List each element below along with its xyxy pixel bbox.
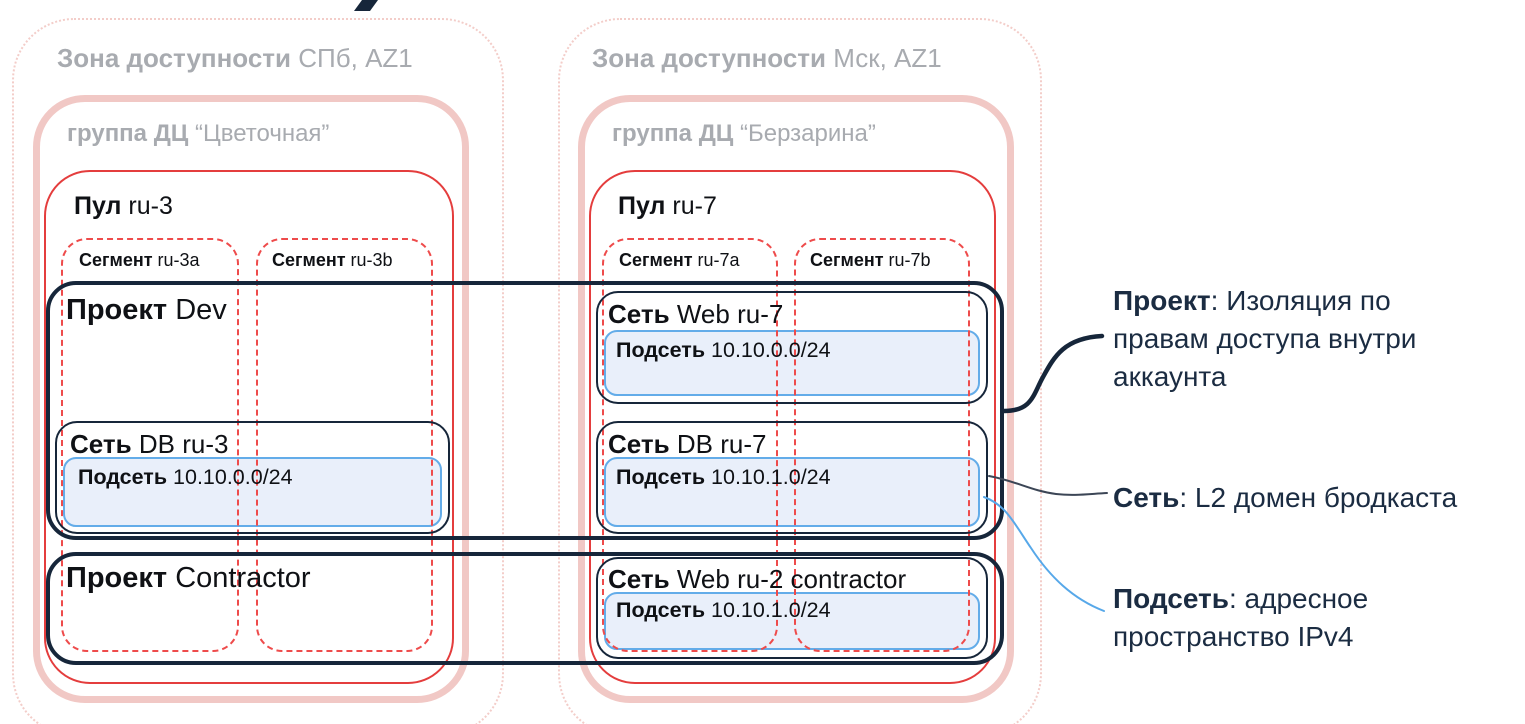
segment-ru-7a-box <box>602 238 778 652</box>
pool-ru-3-box <box>44 170 454 684</box>
pool-label-term: Пул <box>618 192 666 220</box>
pool-label-value: ru-3 <box>128 192 173 220</box>
annotation-term: Проект <box>1113 285 1211 316</box>
zone-msk-label-term: Зона доступности <box>592 43 827 73</box>
zone-spb-label-value: СПб, AZ1 <box>298 43 413 73</box>
segment-label-value: ru-3a <box>157 250 200 270</box>
annotation-text: : Изоляция по правам доступа внутри акка… <box>1113 285 1417 392</box>
segment-label-term: Сегмент <box>79 250 153 270</box>
subnet-db-ru-3-label: Подсеть 10.10.0.0/24 <box>78 465 293 490</box>
segment-ru-3b-box <box>256 238 433 652</box>
pool-label-term: Пул <box>74 192 122 220</box>
subnet-db-ru-7-box <box>604 457 980 527</box>
segment-label-term: Сегмент <box>272 250 346 270</box>
segment-label-value: ru-7b <box>888 250 931 270</box>
zone-msk-label-value: Мск, AZ1 <box>833 43 942 73</box>
project-label-term: Проект <box>66 294 168 326</box>
annotation-subnet: Подсеть: адресное пространство IPv4 <box>1113 580 1473 656</box>
subnet-label-value: 10.10.0.0/24 <box>711 338 831 362</box>
network-web-ru-7-box <box>596 291 988 404</box>
network-label-term: Сеть <box>608 299 670 329</box>
network-web-ru-7-label: Сеть Web ru-7 <box>608 299 784 330</box>
subnet-label-term: Подсеть <box>78 465 168 489</box>
network-label-term: Сеть <box>608 564 670 594</box>
subnet-web-ru-7-label: Подсеть 10.10.0.0/24 <box>616 338 831 363</box>
dc-group-label-term: группа ДЦ <box>67 120 189 147</box>
subnet-db-ru-7-label: Подсеть 10.10.1.0/24 <box>616 465 831 490</box>
network-label-term: Сеть <box>70 429 132 459</box>
subnet-web-ru-2-contractor-label: Подсеть 10.10.1.0/24 <box>616 598 831 623</box>
segment-label-value: ru-3b <box>350 250 393 270</box>
segment-ru-7b-label: Сегмент ru-7b <box>810 250 931 271</box>
network-label-term: Сеть <box>608 429 670 459</box>
pool-label-value: ru-7 <box>672 192 717 220</box>
subnet-label-value: 10.10.1.0/24 <box>711 598 831 622</box>
network-label-value: DB ru-7 <box>676 429 767 459</box>
subnet-label-value: 10.10.0.0/24 <box>173 465 293 489</box>
dc-group-tsvetochnaya-box <box>33 95 469 703</box>
network-label-value: DB ru-3 <box>138 429 229 459</box>
project-dev-label: Проект Dev <box>66 294 227 327</box>
annotation-text: : L2 домен бродкаста <box>1179 482 1458 513</box>
pool-ru-3-label: Пул ru-3 <box>74 192 173 221</box>
segment-label-value: ru-7a <box>697 250 740 270</box>
dc-group-tsvetochnaya-label: группа ДЦ “Цветочная” <box>67 120 329 148</box>
network-label-value: Web ru-2 contractor <box>676 564 907 594</box>
cropped-title-glyph <box>354 0 378 11</box>
subnet-label-value: 10.10.1.0/24 <box>711 465 831 489</box>
annotation-term: Подсеть <box>1113 583 1229 614</box>
subnet-label-term: Подсеть <box>616 598 706 622</box>
pool-ru-7-box <box>589 170 996 684</box>
segment-label-term: Сегмент <box>810 250 884 270</box>
annotation-term: Сеть <box>1113 482 1180 513</box>
segment-ru-3a-box <box>61 238 239 652</box>
annotation-network: Сеть: L2 домен бродкаста <box>1113 479 1473 517</box>
pool-ru-7-label: Пул ru-7 <box>618 192 717 221</box>
dc-group-label-term: группа ДЦ <box>612 120 734 147</box>
network-db-ru-3-box <box>55 421 450 534</box>
network-db-ru-3-label: Сеть DB ru-3 <box>70 429 229 460</box>
subnet-label-term: Подсеть <box>616 465 706 489</box>
project-contractor-label: Проект Contractor <box>66 562 311 595</box>
zone-spb-label-term: Зона доступности <box>57 43 292 73</box>
dc-group-label-value: “Цветочная” <box>195 120 330 147</box>
subnet-db-ru-3-box <box>63 457 442 527</box>
subnet-web-ru-7-box <box>604 330 980 396</box>
zone-spb-label: Зона доступности СПб, AZ1 <box>57 43 413 74</box>
network-label-value: Web ru-7 <box>676 299 784 329</box>
network-db-ru-7-label: Сеть DB ru-7 <box>608 429 767 460</box>
zone-msk-label: Зона доступности Мск, AZ1 <box>592 43 942 74</box>
network-db-ru-7-box <box>596 421 988 534</box>
subnet-label-term: Подсеть <box>616 338 706 362</box>
subnet-web-ru-2-contractor-box <box>604 592 980 650</box>
dc-group-berzarina-label: группа ДЦ “Берзарина” <box>612 120 876 148</box>
segment-ru-7a-label: Сегмент ru-7a <box>619 250 740 271</box>
segment-ru-3b-label: Сегмент ru-3b <box>272 250 393 271</box>
project-label-value: Contractor <box>175 562 311 594</box>
segment-label-term: Сегмент <box>619 250 693 270</box>
annotation-project: Проект: Изоляция по правам доступа внутр… <box>1113 282 1473 396</box>
project-label-term: Проект <box>66 562 168 594</box>
segment-ru-3a-label: Сегмент ru-3a <box>79 250 200 271</box>
segment-ru-7b-box <box>794 238 970 652</box>
network-web-ru-2-contractor-label: Сеть Web ru-2 contractor <box>608 564 907 595</box>
dc-group-label-value: “Берзарина” <box>740 120 876 147</box>
availability-zone-spb-box <box>12 18 504 724</box>
project-label-value: Dev <box>175 294 227 326</box>
annotation-text: : адресное пространство IPv4 <box>1113 583 1369 652</box>
